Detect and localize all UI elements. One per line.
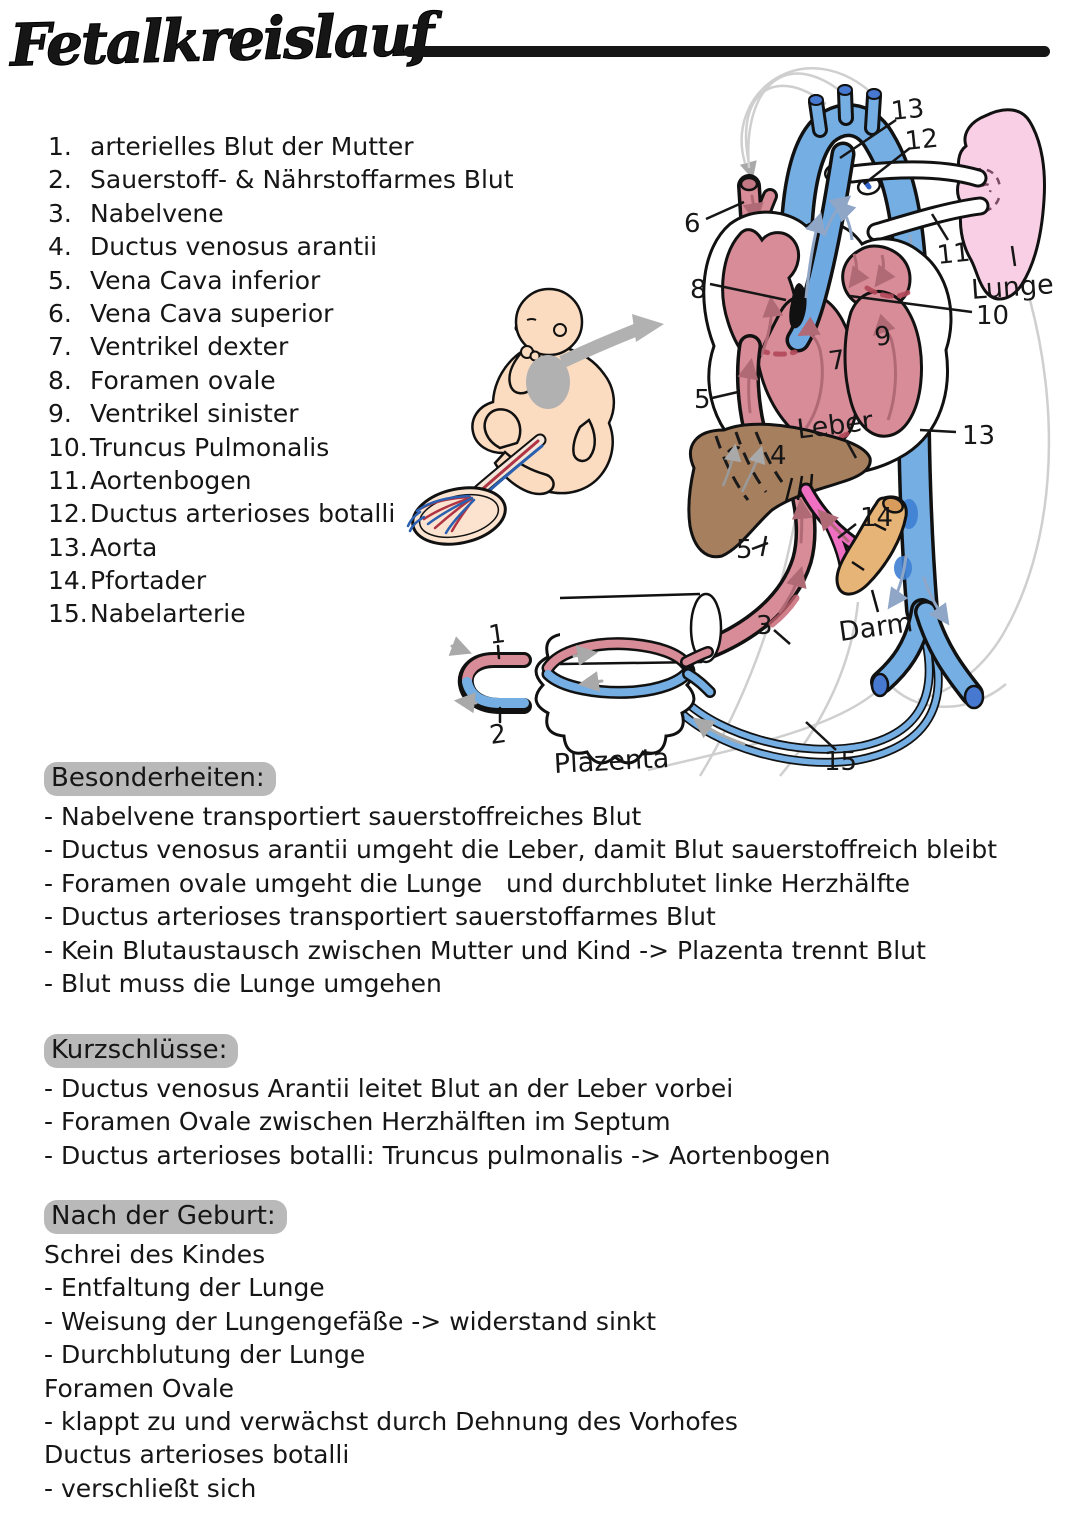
- placenta-disc-vessels: [406, 494, 476, 535]
- inferior-vena-cava: [735, 334, 766, 440]
- legend-item: 15.Nabelarterie: [48, 599, 246, 629]
- label-vena-cava-inferior-5: 5: [694, 385, 711, 415]
- left-ventricle: [843, 290, 923, 438]
- placenta: [534, 592, 723, 765]
- fetus-leg: [483, 408, 522, 450]
- heart-flow-arrows: [759, 195, 897, 429]
- note-line: - Ductus venosus arantii umgeht die Lebe…: [44, 835, 997, 865]
- umbilical-arteries: [671, 637, 943, 767]
- label-ductus-botalli-12: 12: [904, 124, 940, 157]
- fetus-illustration: [406, 287, 664, 546]
- legend-item: 13.Aorta: [48, 532, 158, 562]
- maternal-vessel-u-tube: [448, 636, 532, 724]
- label-leader-lines: [705, 118, 1017, 751]
- placental-loop: [541, 637, 716, 699]
- legend-item: 10.Truncus Pulmonalis: [48, 432, 330, 462]
- section-nach-der-geburt: Nach der Geburt: Schrei des Kindes - Ent…: [44, 1200, 1054, 1505]
- cord-cylinder-cap: [689, 592, 723, 664]
- note-line: - Weisung der Lungengefäße -> widerstand…: [44, 1306, 657, 1336]
- section-heading: Nach der Geburt:: [44, 1200, 287, 1234]
- legend-item: 4.Ductus venosus arantii: [48, 232, 378, 262]
- fetus-head: [514, 287, 584, 357]
- note-line: - Blut muss die Lunge umgehen: [44, 969, 442, 999]
- belly-highlight: [526, 355, 570, 409]
- label-ventrikel-sinister-9: 9: [873, 321, 894, 353]
- label-aorta-descending-13: 13: [962, 421, 995, 451]
- label-ventrikel-dexter-7: 7: [827, 345, 848, 377]
- legend-item: 7.Ventrikel dexter: [48, 332, 289, 362]
- note-line: - Foramen ovale umgeht die Lunge und dur…: [44, 868, 911, 898]
- note-line: - verschließt sich: [44, 1473, 257, 1503]
- title-underline: [404, 46, 1050, 57]
- label-nabelarterie-15: 15: [824, 747, 857, 777]
- legend-item: 9.Ventrikel sinister: [48, 399, 299, 429]
- page-title: Fetalkreislauf: [9, 0, 434, 80]
- umbilical-vein: [689, 479, 817, 663]
- note-line: - Ductus venosus Arantii leitet Blut an …: [44, 1074, 734, 1103]
- legend-item: 5.Vena Cava inferior: [48, 265, 321, 295]
- label-truncus-pulmonalis-10: 10: [976, 301, 1009, 331]
- note-line: - Durchblutung der Lunge: [44, 1340, 366, 1370]
- label-nabelvene-3: 3: [756, 611, 773, 641]
- note-line: - Foramen Ovale zwischen Herzhälften im …: [44, 1107, 671, 1137]
- label-aorta-13: 13: [890, 94, 926, 127]
- section-heading: Besonderheiten:: [44, 762, 276, 796]
- label-pfortader-14: 14: [860, 503, 893, 533]
- legend-item: 2.Sauerstoff- & Nährstoffarmes Blut: [48, 165, 514, 195]
- note-line: - Entfaltung der Lunge: [44, 1273, 325, 1303]
- fetus-ear: [553, 323, 567, 337]
- liver-flow-arrows: [721, 443, 766, 493]
- label-sauerstoffarmes-blut-2: 2: [488, 719, 509, 751]
- legend-item: 6.Vena Cava superior: [48, 298, 334, 328]
- section-kurzschluesse: Kurzschlüsse: - Ductus venosus Arantii l…: [44, 1034, 1054, 1172]
- label-lunge: Lunge: [970, 269, 1055, 306]
- liver: [687, 422, 872, 559]
- label-plazenta: Plazenta: [553, 743, 670, 778]
- section-besonderheiten: Besonderheiten: - Nabelvene transportier…: [44, 762, 1054, 1000]
- legend-item: 3.Nabelvene: [48, 198, 224, 228]
- label-aortenbogen-11: 11: [936, 238, 972, 271]
- label-foramen-ovale-8: 8: [690, 275, 707, 305]
- heart: [702, 141, 953, 477]
- note-line: Foramen Ovale: [44, 1373, 235, 1403]
- note-line: Schrei des Kindes: [44, 1240, 266, 1269]
- legend-item: 14.Pfortader: [48, 566, 207, 596]
- legend-item: 1.arterielles Blut der Mutter: [48, 132, 414, 161]
- fetal-circulation-diagram: 13 12 6 8 11 Lunge 10 9 7 5 Leber 4 13 1…: [406, 67, 1055, 778]
- note-line: - Kein Blutaustausch zwischen Mutter und…: [44, 935, 926, 965]
- note-line: - klappt zu und verwächst durch Dehnung …: [44, 1407, 738, 1437]
- label-ductus-venosus-4: 4: [770, 441, 787, 471]
- note-line: Ductus arterioses botalli: [44, 1440, 350, 1470]
- intestine: [835, 495, 908, 613]
- zoom-arrow-head: [632, 314, 664, 342]
- legend-item: 12.Ductus arterioses botalli: [48, 499, 396, 529]
- legend-item: 8.Foramen ovale: [48, 365, 276, 395]
- fetus-arm: [572, 418, 596, 463]
- label-vena-cava-superior-6: 6: [684, 209, 701, 239]
- section-heading: Kurzschlüsse:: [44, 1034, 239, 1068]
- note-line: - Ductus arterioses transportiert sauers…: [44, 902, 716, 932]
- pulmonary-vessels: [842, 160, 990, 242]
- note-line: - Nabelvene transportiert sauerstoffreic…: [44, 802, 642, 831]
- note-line: - Ductus arterioses botalli: Truncus pul…: [44, 1140, 831, 1170]
- zoom-arrow: [559, 323, 639, 368]
- label-arterielles-blut-1: 1: [487, 619, 508, 651]
- legend-list: 1.arterielles Blut der Mutter 2.Sauersto…: [48, 132, 514, 633]
- legend-item: 11.Aortenbogen: [48, 465, 252, 495]
- label-vena-cava-inferior-5b: 5: [736, 535, 753, 565]
